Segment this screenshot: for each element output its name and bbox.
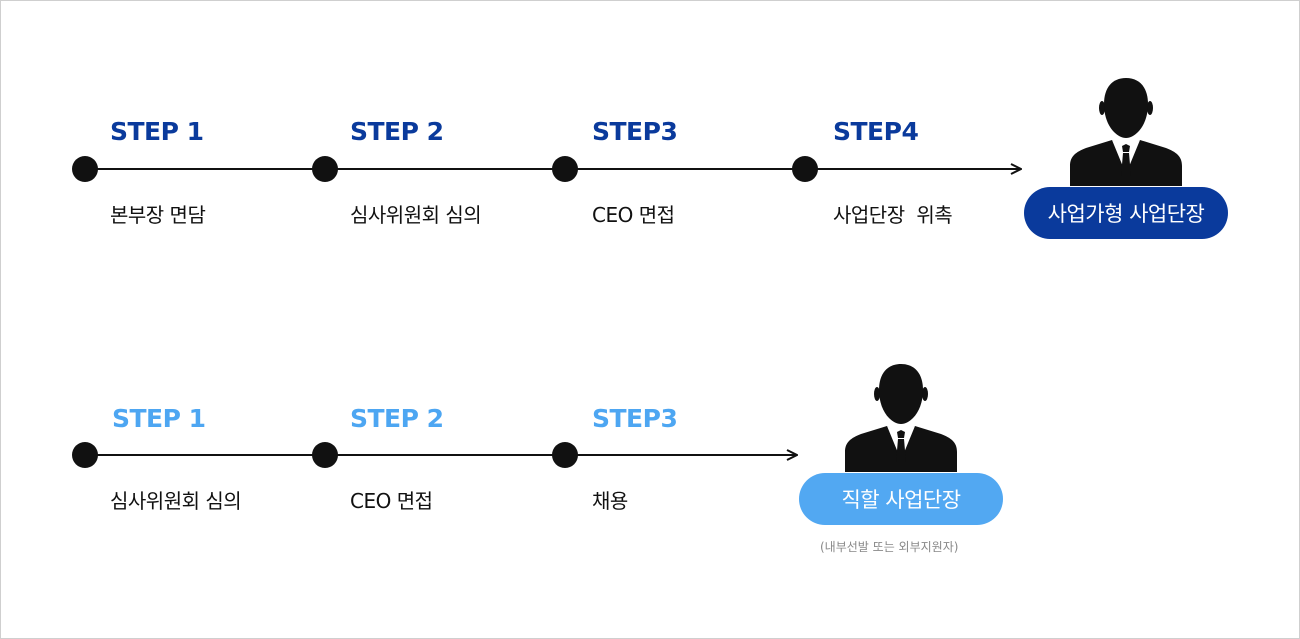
step-label: STEP3 <box>592 404 678 433</box>
step-description: 본부장 면담 <box>110 203 206 227</box>
step-description: 심사위원회 심의 <box>110 489 242 513</box>
step-dot <box>552 156 578 182</box>
step-dot <box>792 156 818 182</box>
businessman-icon <box>1070 78 1182 186</box>
step-label: STEP 2 <box>350 404 444 433</box>
step-description: CEO 면접 <box>592 203 675 227</box>
step-description: 채용 <box>592 489 628 513</box>
step-label: STEP 1 <box>112 404 206 433</box>
step-label: STEP 2 <box>350 117 444 146</box>
step-dot <box>552 442 578 468</box>
arrow-head-icon <box>1010 163 1022 175</box>
step-description: CEO 면접 <box>350 489 433 513</box>
step-dot <box>312 442 338 468</box>
step-description: 사업단장 위촉 <box>833 203 953 227</box>
businessman-icon <box>845 364 957 472</box>
step-dot <box>72 442 98 468</box>
timeline-line <box>85 454 796 456</box>
arrow-head-icon <box>786 449 798 461</box>
step-dot <box>72 156 98 182</box>
step-dot <box>312 156 338 182</box>
step-label: STEP4 <box>833 117 919 146</box>
step-label: STEP 1 <box>110 117 204 146</box>
result-badge: 직할 사업단장 <box>799 473 1003 525</box>
result-badge: 사업가형 사업단장 <box>1024 187 1228 239</box>
step-description: 심사위원회 심의 <box>350 203 482 227</box>
step-label: STEP3 <box>592 117 678 146</box>
result-note: (내부선발 또는 외부지원자) <box>820 540 959 554</box>
